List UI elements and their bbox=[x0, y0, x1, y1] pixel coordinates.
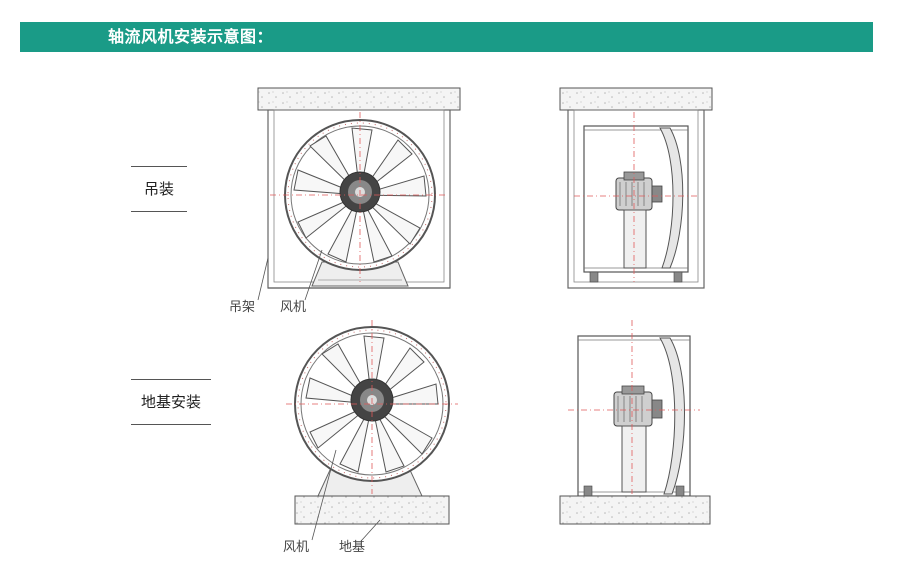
foundation-slab-side bbox=[559, 495, 711, 525]
label-rule-top bbox=[131, 379, 211, 380]
blade-profile-floor bbox=[659, 337, 685, 495]
callout-fan-bottom: 风机 bbox=[283, 540, 310, 555]
callout-hanger: 吊架 bbox=[229, 300, 256, 315]
hanging-side-view bbox=[559, 87, 713, 289]
floor-side-view bbox=[559, 320, 711, 525]
hanging-front-view bbox=[257, 87, 461, 301]
label-hanging-text: 吊装 bbox=[143, 180, 174, 198]
ceiling-slab bbox=[257, 87, 461, 111]
foundation-slab bbox=[294, 495, 450, 525]
blade-profile bbox=[659, 127, 684, 269]
floor-front-view bbox=[286, 320, 458, 541]
leader-hanger bbox=[257, 257, 269, 301]
header-bar: 轴流风机安装示意图： bbox=[20, 22, 873, 52]
callout-foundation: 地基 bbox=[339, 540, 366, 555]
label-rule-bottom bbox=[131, 211, 187, 212]
leader-fan-top bbox=[304, 249, 323, 301]
fan-blades-floor bbox=[305, 335, 439, 473]
section-label-floor: 地基安装 bbox=[131, 379, 211, 425]
leader-foundation bbox=[361, 519, 381, 541]
motor-body-floor bbox=[613, 391, 653, 427]
label-floor-text: 地基安装 bbox=[140, 393, 201, 411]
callout-fan-top: 风机 bbox=[280, 300, 307, 315]
leader-fan-bottom bbox=[311, 449, 337, 541]
page-title: 轴流风机安装示意图： bbox=[108, 27, 274, 46]
label-rule-bottom bbox=[131, 424, 211, 425]
label-rule-top bbox=[131, 166, 187, 167]
ceiling-slab-side bbox=[559, 87, 713, 111]
motor-support bbox=[623, 209, 647, 269]
section-label-hanging: 吊装 bbox=[131, 166, 187, 212]
motor-support-floor bbox=[621, 425, 647, 493]
